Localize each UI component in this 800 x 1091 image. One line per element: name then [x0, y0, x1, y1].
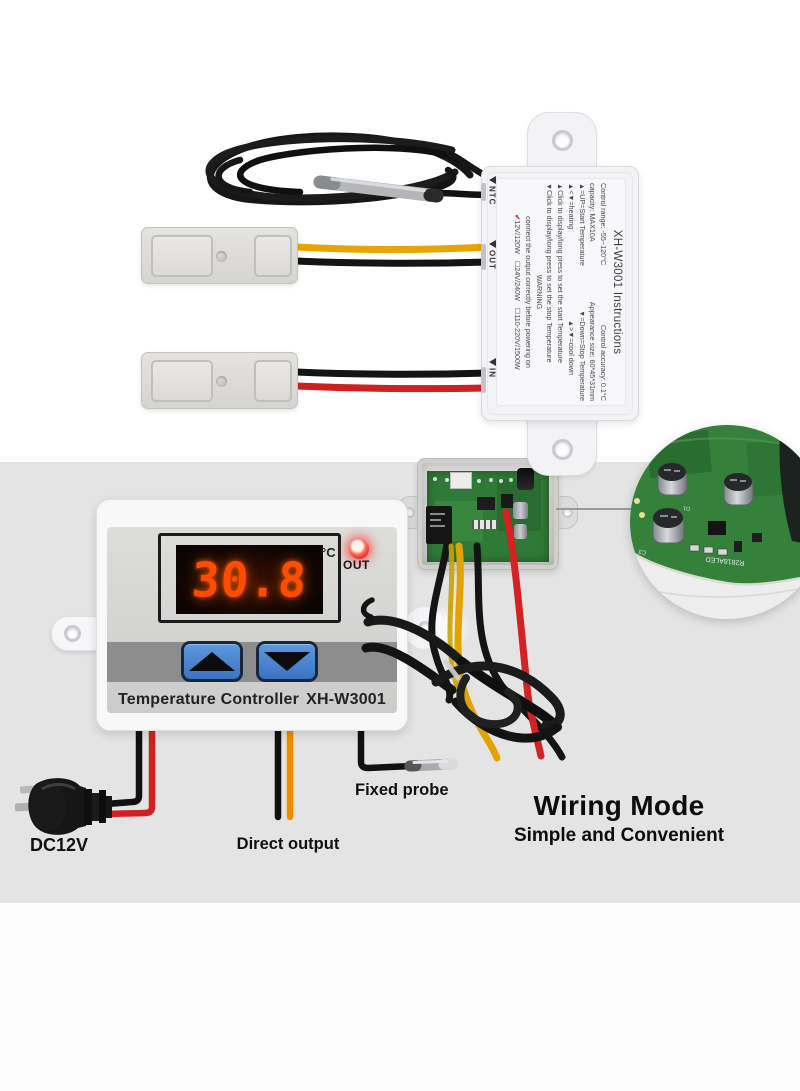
arrow-down-icon — [264, 652, 310, 671]
direct-output-label: Direct output — [236, 835, 340, 853]
headline-subtitle: Simple and Convenient — [513, 825, 725, 846]
relay — [426, 506, 452, 544]
solder-pads — [433, 477, 437, 481]
instructions-title: XH-W3001 Instructions — [611, 229, 623, 355]
up-button — [181, 641, 243, 682]
instructions-device-ear-bottom — [527, 415, 597, 476]
spec-row: ▲=UP=Start Temperature ▼=Down=Stop Tempe… — [577, 183, 587, 401]
ic-chip — [477, 497, 495, 510]
warning-title: WARNING — [534, 274, 544, 310]
down-button — [256, 641, 318, 682]
pcb-case-ear-right — [556, 496, 578, 529]
screw-hole — [552, 130, 573, 151]
pcb-closeup-art: R2818ALED C3 D1 — [630, 425, 800, 619]
note-row: ▼Click to display/long press to set the … — [545, 183, 555, 363]
controller-ear-left — [51, 616, 98, 651]
background-top — [0, 0, 800, 462]
terminal-cover-right — [254, 235, 292, 277]
controller-model: XH-W3001 — [306, 691, 386, 708]
led-display: 30.8 — [176, 545, 323, 614]
instructions-label-sheet — [496, 178, 626, 406]
terminal-cover-right — [254, 360, 292, 402]
wiring-mode-headline: Wiring Mode Simple and Convenient — [494, 790, 744, 847]
arrow-left-icon — [488, 176, 496, 184]
power-input-label: DC12V — [30, 835, 89, 855]
terminal-cover-left — [151, 235, 213, 277]
wire-entry-slot — [481, 183, 486, 201]
transistor — [501, 494, 513, 508]
power-option: ☐24V/240W — [513, 260, 523, 301]
wire-entry-slot — [481, 244, 486, 270]
pcb-silkscreen-text: D1 — [683, 505, 690, 511]
callout-line — [556, 508, 633, 510]
controller-nameplate: Temperature Controller XH-W3001 — [118, 691, 386, 709]
capacitor-black — [517, 468, 534, 490]
terminal-screw-dimple — [216, 376, 227, 387]
spec-row: capacity: MAX10A Appearance size: 60*45*… — [588, 183, 598, 401]
controller-name: Temperature Controller — [118, 691, 300, 708]
screw-hole — [64, 625, 81, 642]
sensor-connector — [450, 472, 472, 489]
background-highlight — [428, 612, 464, 646]
background-bottom — [0, 903, 800, 1091]
arrow-up-icon — [189, 652, 235, 671]
fixed-probe-label: Fixed probe — [355, 781, 449, 799]
temperature-reading: 30.8 — [190, 551, 309, 608]
power-option: ✔12V/120W — [513, 214, 523, 254]
power-option: ☐110-220V/1500W — [513, 307, 523, 370]
port-label-ntc: NTC — [484, 176, 500, 205]
pcb-closeup-circle: R2818ALED C3 D1 — [630, 425, 800, 619]
headline-title: Wiring Mode — [533, 790, 705, 821]
pcb-silkscreen-text: R2818ALED — [705, 555, 744, 566]
celsius-unit-label: °C — [321, 545, 336, 560]
port-label-out: OUT — [484, 240, 500, 270]
terminal-screw-dimple — [216, 251, 227, 262]
wire-entry-slot — [481, 367, 486, 393]
spec-row: Control range: -55~120°C Control accurac… — [599, 183, 608, 401]
terminal-block-lower — [141, 352, 298, 409]
spec-row: ▲<▼=heating ▲>▼=cool down — [566, 183, 576, 375]
pcb-label-strip — [472, 520, 498, 529]
terminal-block-upper — [141, 227, 298, 284]
pcb-silkscreen-text: C3 — [637, 548, 646, 555]
terminal-cover-left — [151, 360, 213, 402]
capacitor-silver — [514, 524, 527, 539]
arrow-left-icon — [488, 240, 496, 248]
warning-text: connect the output correctly before powe… — [524, 216, 534, 368]
out-indicator-label: OUT — [343, 558, 370, 572]
controller-button-stripe — [107, 642, 397, 682]
capacitor-silver — [513, 502, 528, 519]
port-label-in: IN — [484, 358, 500, 378]
screw-hole — [552, 439, 573, 460]
note-row: ▲Click to display/long press to set the … — [556, 183, 566, 363]
instructions-text: XH-W3001 Instructions Control range: -55… — [500, 181, 624, 403]
out-indicator-led — [349, 539, 369, 559]
arrow-left-icon — [488, 358, 496, 366]
display-bezel — [158, 533, 341, 623]
power-options-row: ✔12V/120W ☐24V/240W ☐110-220V/1500W — [512, 181, 523, 403]
instructions-device-ear-top — [527, 112, 597, 172]
circuit-board — [426, 468, 549, 562]
